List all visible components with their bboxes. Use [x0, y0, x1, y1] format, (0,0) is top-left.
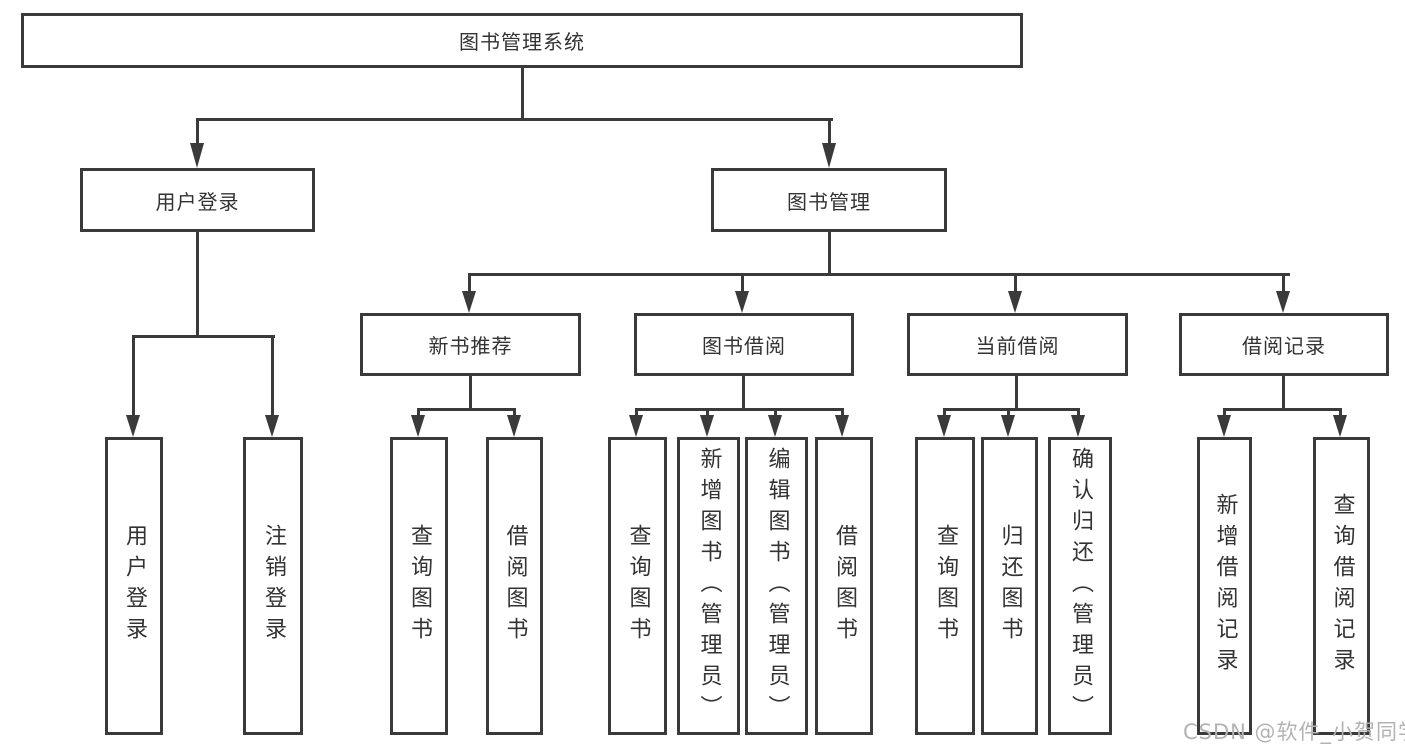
arrow-down-icon — [190, 143, 204, 168]
connector-new-rec-stem — [469, 376, 472, 408]
node-book-borrow: 图书借阅 — [634, 313, 854, 376]
connector-user-login-rail — [132, 335, 275, 338]
connector-leaf-stem — [774, 408, 777, 415]
leaf-return-books: 归还图书 — [981, 437, 1038, 735]
leaf-recommend-query-books-label: 查询图书 — [407, 524, 432, 648]
arrow-down-icon — [1217, 415, 1231, 437]
leaf-borrow-books: 借阅图书 — [815, 437, 873, 735]
connector-borrow-records-stem — [1282, 376, 1285, 408]
leaf-borrow-books-label: 借阅图书 — [832, 524, 857, 648]
leaf-edit-books-admin: 编辑图书（管理员） — [745, 437, 808, 735]
leaf-add-books-admin-label: 新增图书（管理员） — [696, 446, 722, 726]
leaf-current-query-books-label: 查询图书 — [933, 524, 958, 648]
connector-leaf-stem — [1077, 408, 1080, 415]
leaf-edit-books-admin-label: 编辑图书（管理员） — [764, 446, 790, 726]
node-book-management: 图书管理 — [711, 168, 947, 232]
leaf-borrow-query-books-label: 查询图书 — [625, 524, 651, 648]
arrow-down-icon — [1008, 291, 1022, 313]
arrow-down-icon — [1333, 415, 1347, 437]
leaf-borrow-query-books: 查询图书 — [608, 437, 667, 735]
connector-leaf-stem — [132, 335, 135, 415]
arrow-down-icon — [265, 415, 279, 437]
connector-to-book-mgmt-stem — [828, 118, 831, 143]
arrow-down-icon — [126, 415, 140, 437]
node-borrow-records-label: 借阅记录 — [1242, 334, 1326, 358]
node-library-system-label: 图书管理系统 — [459, 30, 585, 54]
leaf-add-books-admin: 新增图书（管理员） — [677, 437, 740, 735]
node-user-login: 用户登录 — [80, 168, 315, 232]
connector-leaf-stem — [1007, 408, 1010, 415]
node-new-book-recommend: 新书推荐 — [360, 313, 581, 376]
arrow-down-icon — [1001, 415, 1015, 437]
leaf-user-login-label: 用户登录 — [122, 524, 147, 648]
connector-leaf-stem — [271, 335, 274, 415]
connector-user-login-stem — [196, 232, 199, 335]
leaf-recommend-borrow-books-label: 借阅图书 — [502, 524, 528, 648]
watermark: CSDN @软件_小贺同学 — [1183, 720, 1405, 744]
leaf-recommend-query-books: 查询图书 — [390, 437, 448, 735]
connector-book-mgmt-rail — [468, 273, 1290, 276]
connector-book-borrow-stem — [742, 376, 745, 408]
leaf-logout-login-label: 注销登录 — [261, 524, 286, 648]
connector-to-new-rec-stem — [468, 273, 471, 291]
node-current-borrow-label: 当前借阅 — [975, 334, 1060, 358]
connector-new-rec-rail — [417, 408, 516, 411]
leaf-query-borrow-record-label: 查询借阅记录 — [1329, 493, 1355, 679]
leaf-add-borrow-record-label: 新增借阅记录 — [1212, 493, 1238, 679]
connector-to-user-login-stem — [196, 118, 199, 143]
leaf-current-query-books: 查询图书 — [915, 437, 975, 735]
leaf-logout-login: 注销登录 — [243, 437, 303, 735]
connector-to-current-borrow-stem — [1014, 273, 1017, 291]
connector-leaf-stem — [513, 408, 516, 415]
connector-book-mgmt-stem — [828, 232, 831, 273]
arrow-down-icon — [1071, 415, 1085, 437]
connector-to-borrow-records-stem — [1282, 273, 1285, 291]
node-borrow-records: 借阅记录 — [1179, 313, 1389, 376]
arrow-down-icon — [768, 415, 782, 437]
node-current-borrow: 当前借阅 — [907, 313, 1128, 376]
arrow-down-icon — [835, 415, 849, 437]
arrow-down-icon — [822, 143, 836, 168]
arrow-down-icon — [1276, 291, 1290, 313]
connector-current-borrow-stem — [1015, 376, 1018, 408]
node-library-system: 图书管理系统 — [21, 13, 1023, 68]
leaf-return-books-label: 归还图书 — [997, 524, 1023, 648]
leaf-confirm-return-admin-label: 确认归还（管理员） — [1068, 446, 1093, 726]
arrow-down-icon — [411, 415, 425, 437]
connector-leaf-stem — [1339, 408, 1342, 415]
connector-leaf-stem — [706, 408, 709, 415]
node-user-login-label: 用户登录 — [155, 189, 240, 214]
connector-leaf-stem — [1223, 408, 1226, 415]
arrow-down-icon — [700, 415, 714, 437]
connector-root-stem — [521, 68, 524, 121]
leaf-add-borrow-record: 新增借阅记录 — [1197, 437, 1252, 735]
arrow-down-icon — [462, 291, 476, 313]
leaf-confirm-return-admin: 确认归还（管理员） — [1048, 437, 1112, 735]
connector-book-borrow-rail — [635, 408, 844, 411]
node-book-management-label: 图书管理 — [787, 189, 871, 214]
connector-leaf-stem — [417, 408, 420, 415]
connector-leaf-stem — [943, 408, 946, 415]
leaf-query-borrow-record: 查询借阅记录 — [1313, 437, 1370, 735]
connector-leaf-stem — [635, 408, 638, 415]
node-new-book-recommend-label: 新书推荐 — [428, 334, 513, 358]
arrow-down-icon — [937, 415, 951, 437]
connector-root-rail — [196, 118, 833, 121]
connector-borrow-records-rail — [1223, 408, 1342, 411]
arrow-down-icon — [629, 415, 643, 437]
connector-leaf-stem — [841, 408, 844, 415]
leaf-user-login: 用户登录 — [105, 437, 163, 735]
leaf-recommend-borrow-books: 借阅图书 — [486, 437, 543, 735]
arrow-down-icon — [735, 291, 749, 313]
connector-current-borrow-rail — [943, 408, 1080, 411]
connector-to-book-borrow-stem — [741, 273, 744, 291]
node-book-borrow-label: 图书借阅 — [702, 334, 786, 358]
arrow-down-icon — [507, 415, 521, 437]
